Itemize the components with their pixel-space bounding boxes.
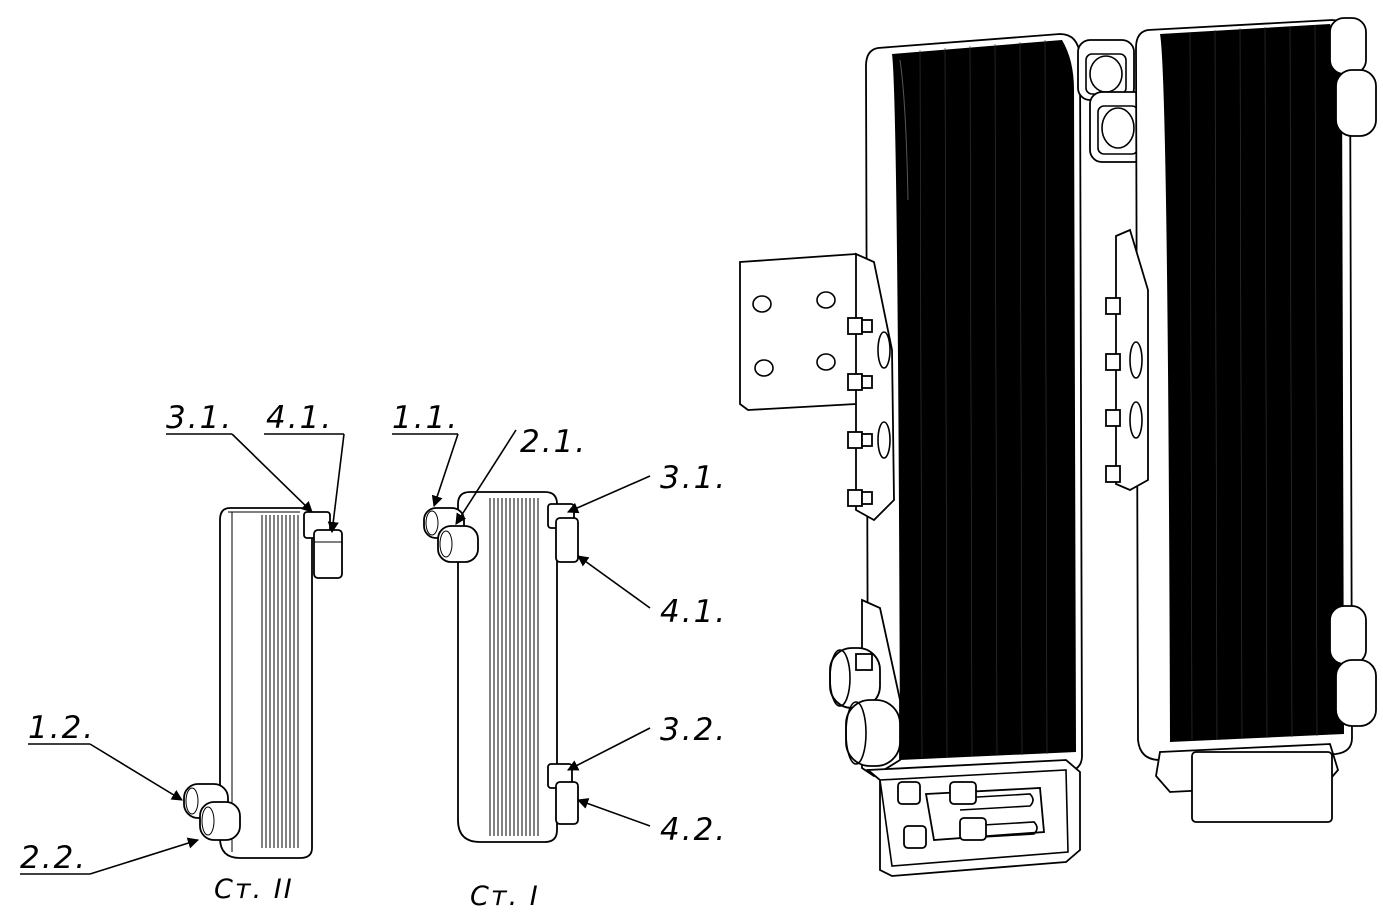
bolt-hole-icon xyxy=(754,359,774,377)
hex-nut-icon xyxy=(897,781,921,805)
port-4-2-stage-1 xyxy=(555,781,579,825)
caption-stage-1: Ст. I xyxy=(470,881,540,912)
plate-pack-stage-2 xyxy=(228,511,300,852)
label-4-1-stage-2: 4.1. xyxy=(266,400,333,436)
label-1-1-stage-1: 1.1. xyxy=(392,400,459,436)
bolt-hole-icon xyxy=(816,291,836,309)
label-3-1-stage-2: 3.1. xyxy=(166,400,233,436)
port-4-1-stage-1 xyxy=(555,517,579,563)
label-1-2-stage-2: 1.2. xyxy=(28,710,95,746)
port-2-2-stage-2 xyxy=(199,801,241,841)
front-bottom-ports xyxy=(829,647,901,767)
bolts-front xyxy=(847,317,891,507)
front-exchanger xyxy=(829,33,1083,779)
label-3-2-stage-1: 3.2. xyxy=(660,712,727,748)
hex-nut-icon xyxy=(847,489,863,507)
heat-exchanger-stage-1 xyxy=(423,491,579,843)
stage-captions: Ст. II Ст. I xyxy=(214,874,540,912)
bolts-rear xyxy=(1105,297,1143,483)
base-bolts xyxy=(897,781,987,849)
assembled-unit-isometric xyxy=(739,17,1377,877)
hex-nut-icon xyxy=(1105,353,1121,371)
hex-nut-icon xyxy=(1105,409,1121,427)
label-2-2-stage-2: 2.2. xyxy=(20,840,87,876)
hex-nut-icon xyxy=(847,317,863,335)
port-labels: 3.1. 4.1. 1.2. 2.2. 1.1. 2.1. 3.1. 4.1. … xyxy=(20,400,727,876)
port-2-1-stage-1 xyxy=(437,525,479,563)
rear-exchanger xyxy=(1105,17,1377,761)
hex-nut-icon xyxy=(847,431,863,449)
caption-stage-2: Ст. II xyxy=(214,874,294,905)
label-3-1-stage-1: 3.1. xyxy=(660,460,727,496)
hex-nut-icon xyxy=(855,653,873,671)
hex-nut-icon xyxy=(959,817,987,841)
coupling-nuts xyxy=(1077,39,1147,163)
leader-lines xyxy=(20,429,651,875)
hex-nut-icon xyxy=(847,373,863,391)
hex-nut-icon xyxy=(1105,297,1121,315)
port-4-1-stage-2 xyxy=(313,529,343,579)
base-bracket xyxy=(865,743,1340,877)
label-4-1-stage-1: 4.1. xyxy=(660,594,727,630)
hex-nut-icon xyxy=(949,781,977,805)
bolt-hole-icon xyxy=(752,295,772,313)
bolt-hole-icon xyxy=(816,353,836,371)
label-4-2-stage-1: 4.2. xyxy=(660,812,727,848)
label-2-1-stage-1: 2.1. xyxy=(520,424,587,460)
hex-nut-icon xyxy=(903,825,927,849)
heat-exchanger-stage-2 xyxy=(183,507,343,859)
hex-nut-icon xyxy=(1105,465,1121,483)
plate-pack-stage-1 xyxy=(489,498,539,836)
